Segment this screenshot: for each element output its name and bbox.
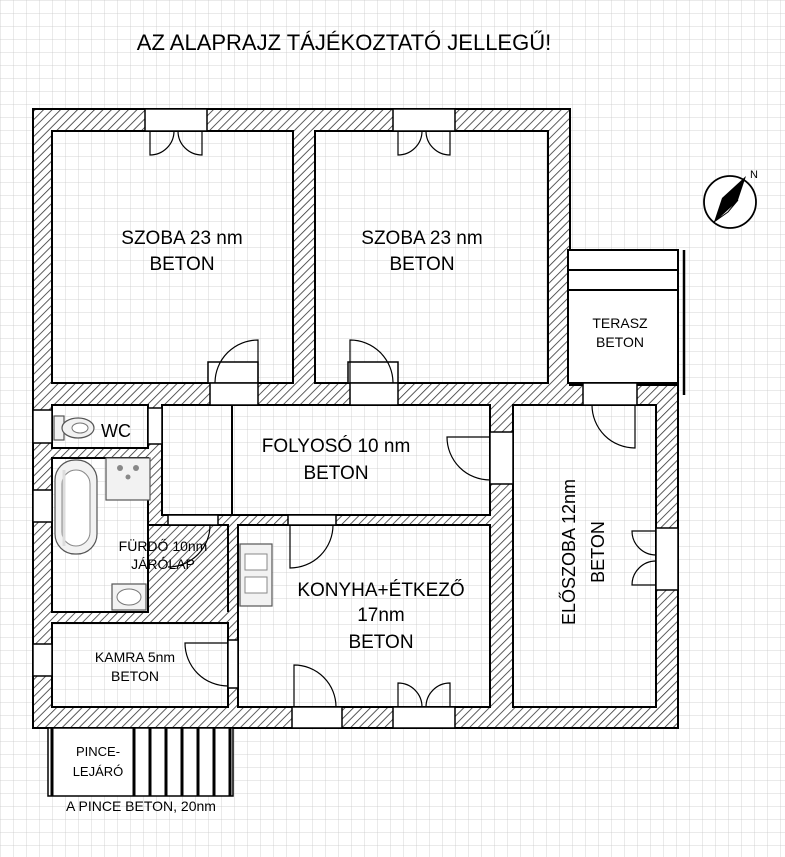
door-szoba2 xyxy=(347,339,399,384)
stove-icon xyxy=(105,457,151,501)
door-eloszoba-top xyxy=(582,382,638,449)
footnote: A PINCE BETON, 20nm xyxy=(66,798,216,814)
window-eloszoba xyxy=(655,527,679,591)
window-wc xyxy=(32,409,53,444)
room-szoba1-name: SZOBA 23 nm xyxy=(121,228,242,249)
room-kamra-floor: BETON xyxy=(111,668,159,684)
room-konyha-name: KONYHA+ÉTKEZŐ xyxy=(297,579,464,601)
toilet-icon xyxy=(53,415,95,441)
room-eloszoba-name: ELŐSZOBA 12nm xyxy=(558,479,579,625)
room-folyoso-floor: BETON xyxy=(303,463,368,484)
pince-label-line1: PINCE- xyxy=(76,744,120,759)
door-furdo xyxy=(167,514,219,568)
room-terasz-name: TERASZ xyxy=(592,315,648,331)
room-folyoso-name: FOLYOSÓ 10 nm xyxy=(262,435,411,457)
kitchen-counter-icon xyxy=(239,543,273,607)
double-door-eloszoba xyxy=(631,530,657,586)
room-szoba2-name: SZOBA 23 nm xyxy=(361,228,482,249)
pince-label-line2: LEJÁRÓ xyxy=(73,764,124,779)
door-folyoso-top xyxy=(209,382,399,406)
room-szoba2-floor: BETON xyxy=(389,254,454,275)
window-furdo xyxy=(32,489,53,523)
room-furdo-floor: JÁRÓLAP xyxy=(131,556,195,572)
door-wc xyxy=(147,407,163,445)
room-terasz-floor: BETON xyxy=(596,334,644,350)
door-folyoso-eloszoba xyxy=(446,431,514,485)
window-kamra xyxy=(32,643,53,677)
window-szoba2 xyxy=(392,108,456,132)
door-konyha-bottom xyxy=(291,664,343,729)
page-title: AZ ALAPRAJZ TÁJÉKOZTATÓ JELLEGŰ! xyxy=(137,30,551,55)
double-door-szoba1 xyxy=(149,130,203,156)
double-door-szoba2 xyxy=(397,130,451,156)
window-konyha xyxy=(392,706,456,729)
room-wc-name: WC xyxy=(101,421,131,441)
double-door-konyha xyxy=(397,682,451,708)
room-furdo-name: FÜRDŐ 10nm xyxy=(119,537,208,554)
doors xyxy=(147,130,657,729)
compass-north-label: N xyxy=(750,169,758,181)
windows xyxy=(32,108,679,729)
window-szoba1 xyxy=(144,108,208,132)
basement-stairs xyxy=(47,727,234,797)
door-kamra xyxy=(184,639,239,689)
walls xyxy=(32,108,679,729)
room-konyha-area: 17nm xyxy=(357,605,405,626)
room-konyha-floor: BETON xyxy=(348,632,413,653)
bathtub-icon xyxy=(54,459,98,555)
room-eloszoba-floor: BETON xyxy=(588,521,608,583)
door-konyha xyxy=(287,514,337,569)
room-kamra-name: KAMRA 5nm xyxy=(95,649,175,665)
sink-icon xyxy=(111,583,147,611)
fixtures xyxy=(53,415,273,611)
room-szoba1-floor: BETON xyxy=(149,254,214,275)
compass-icon: N xyxy=(703,169,758,229)
